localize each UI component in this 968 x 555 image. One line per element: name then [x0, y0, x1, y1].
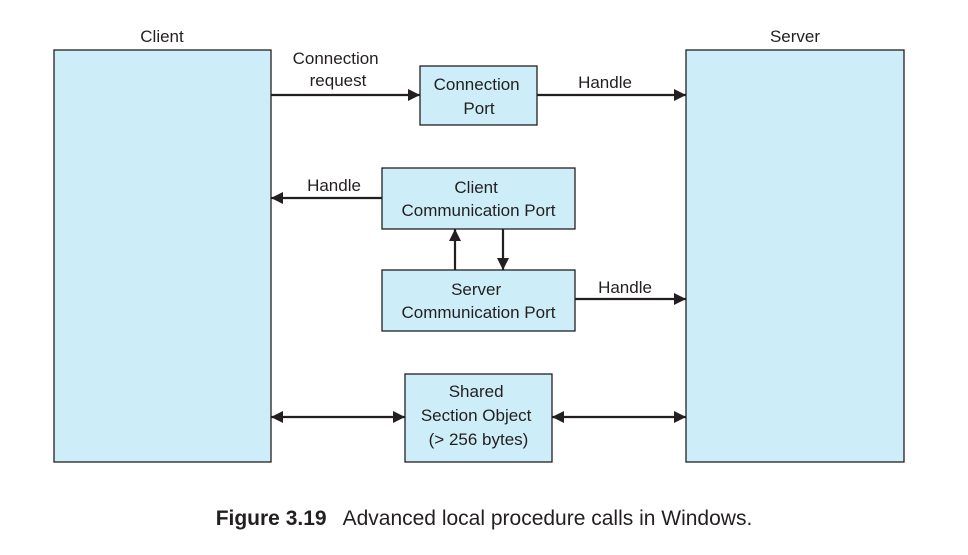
server-label: Server — [770, 27, 820, 46]
client-label: Client — [140, 27, 184, 46]
server-comm-port-line-2: Communication Port — [401, 303, 555, 322]
figure-caption: Figure 3.19 Advanced local procedure call… — [0, 507, 968, 531]
connection-port-label: Connection Port — [434, 75, 525, 118]
handle-label-client: Handle — [307, 176, 361, 195]
handle-label-top: Handle — [578, 73, 632, 92]
figure-caption-text: Advanced local procedure calls in Window… — [342, 507, 753, 530]
shared-section-line-2: Section Object — [421, 406, 532, 425]
figure-number: Figure 3.19 — [215, 507, 327, 530]
shared-section-line-3: (> 256 bytes) — [429, 430, 529, 449]
client-comm-port-line-2: Communication Port — [401, 201, 555, 220]
client-comm-port-line-1: Client — [454, 178, 498, 197]
connection-port-line-1: Connection — [434, 75, 520, 94]
connection-port-box — [419, 65, 538, 126]
shared-section-line-1: Shared — [449, 382, 504, 401]
connection-port-line-2: Port — [463, 99, 494, 118]
client-comm-port-label: Client Communication Port — [401, 178, 555, 220]
connection-request-label: Connection request — [293, 49, 384, 90]
connection-request-line-1: Connection — [293, 49, 379, 68]
shared-section-label: Shared Section Object (> 256 bytes) — [421, 382, 536, 449]
client-box — [53, 49, 272, 463]
server-box — [685, 49, 905, 463]
shared-section-box — [404, 373, 553, 463]
server-comm-port-line-1: Server — [451, 280, 501, 299]
handle-label-mid: Handle — [598, 278, 652, 297]
server-comm-port-label: Server Communication Port — [401, 280, 555, 322]
connection-request-line-2: request — [310, 71, 367, 90]
client-comm-port-box — [381, 167, 576, 230]
server-comm-port-box — [381, 269, 576, 332]
